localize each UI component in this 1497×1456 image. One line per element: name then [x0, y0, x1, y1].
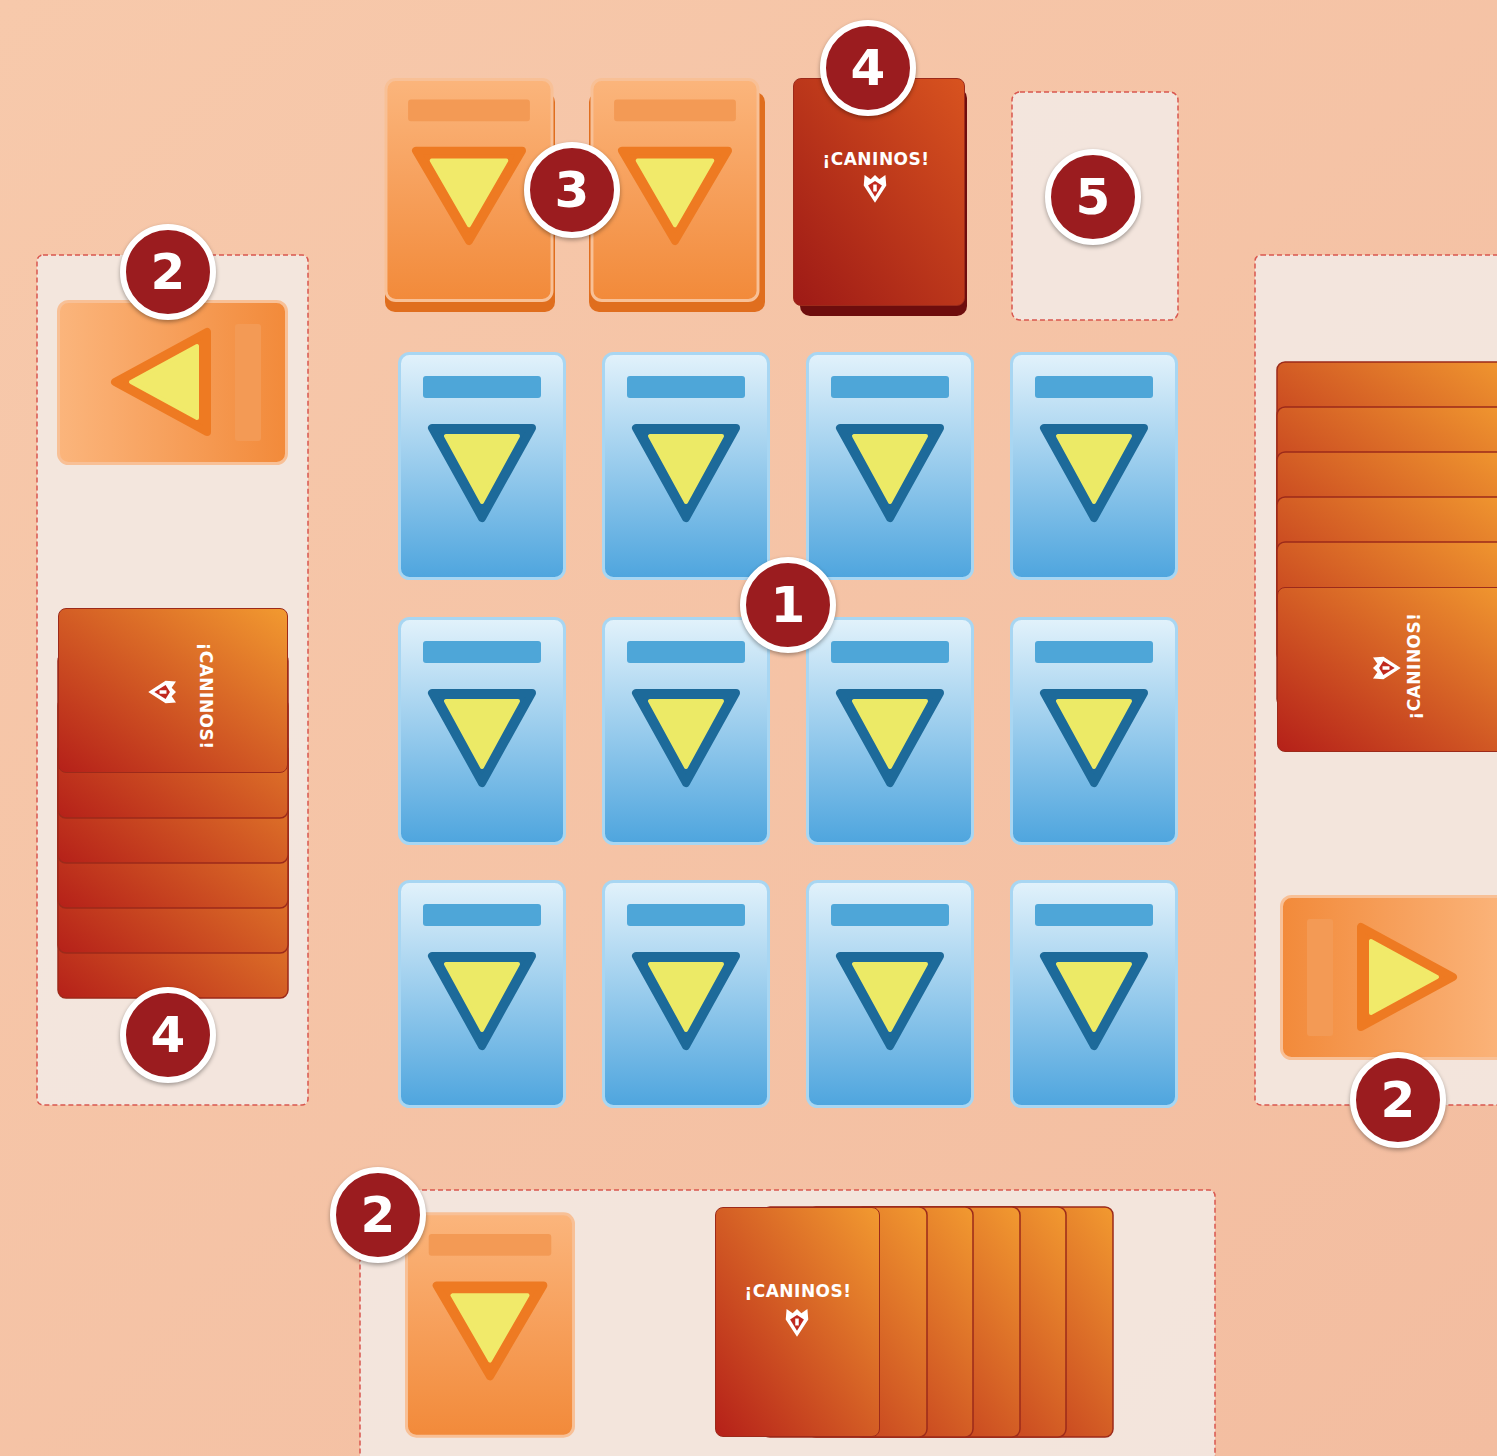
card-emblem	[148, 681, 176, 704]
blue-card	[400, 882, 565, 1107]
card-emblem	[786, 1309, 809, 1337]
player-zone	[37, 255, 308, 1105]
player-orange-card	[406, 1214, 573, 1436]
card-back: ¡CANINOS!	[715, 1207, 880, 1437]
callout-number: 1	[740, 557, 836, 653]
blue-card	[400, 619, 565, 844]
card-back: ¡CANINOS!	[1277, 587, 1497, 752]
blue-card	[1012, 882, 1177, 1107]
discard-slot	[1012, 92, 1178, 320]
player-orange-card	[1282, 897, 1497, 1059]
card-emblem	[1373, 657, 1401, 680]
blue-card	[1012, 619, 1177, 844]
callout-number: 4	[120, 987, 216, 1083]
card-title: ¡CANINOS!	[744, 1281, 851, 1301]
callout-number: 2	[330, 1167, 426, 1263]
blue-card	[808, 354, 973, 579]
card-title: ¡CANINOS!	[1404, 612, 1424, 719]
card-emblem	[1373, 657, 1401, 680]
player-orange-card	[59, 302, 287, 464]
blue-card	[604, 354, 769, 579]
callout-number: 3	[524, 142, 620, 238]
blue-card	[808, 882, 973, 1107]
callout-number: 5	[1045, 149, 1141, 245]
blue-card	[604, 619, 769, 844]
callout-number: 2	[120, 224, 216, 320]
card-title: ¡CANINOS!	[196, 642, 216, 749]
blue-card	[400, 354, 565, 579]
card-emblem	[864, 175, 887, 203]
blue-card	[1012, 354, 1177, 579]
blue-card	[808, 619, 973, 844]
card-emblem	[148, 681, 176, 704]
callout-number: 4	[820, 20, 916, 116]
player-orange-card	[1282, 897, 1497, 1059]
card-title: ¡CANINOS!	[822, 149, 929, 169]
card-back: ¡CANINOS!	[58, 608, 288, 773]
callout-number: 2	[1350, 1052, 1446, 1148]
player-zone	[360, 1190, 1215, 1456]
blue-card	[604, 882, 769, 1107]
